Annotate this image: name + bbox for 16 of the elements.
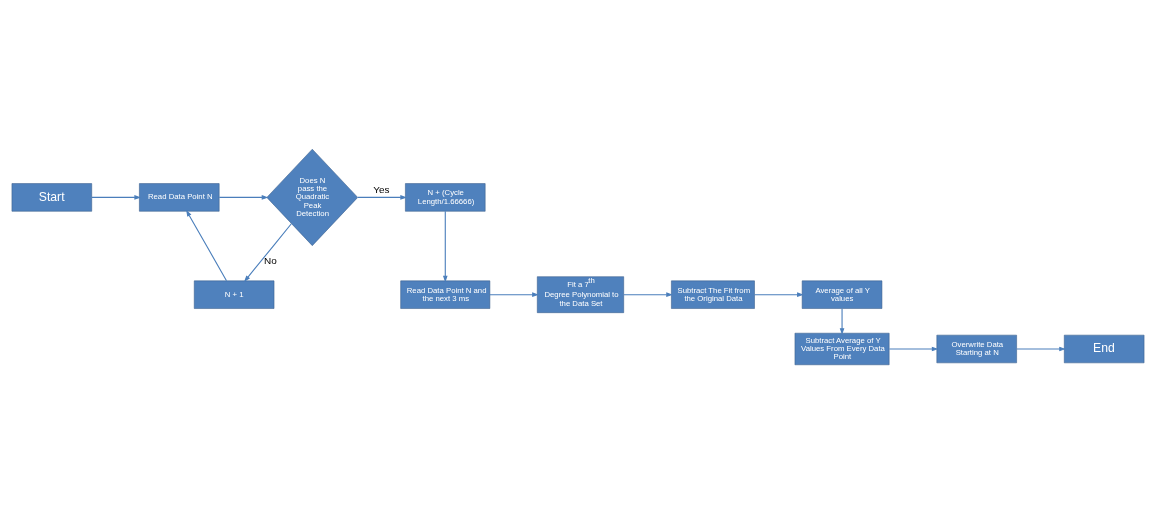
node-box: End <box>1064 334 1145 363</box>
arrow <box>186 209 228 281</box>
arrow <box>1016 346 1066 351</box>
arrow <box>91 194 142 200</box>
edge-label: Yes <box>373 183 390 195</box>
arrow <box>754 291 804 297</box>
arrow <box>357 194 407 200</box>
arrow <box>623 291 673 297</box>
arrow <box>218 194 269 200</box>
edge-label: No <box>264 254 277 266</box>
node-box: Start <box>11 182 92 212</box>
arrow <box>888 346 939 351</box>
arrow <box>839 307 845 335</box>
arrow <box>489 291 539 297</box>
arrow <box>244 222 292 282</box>
arrow <box>442 210 448 282</box>
